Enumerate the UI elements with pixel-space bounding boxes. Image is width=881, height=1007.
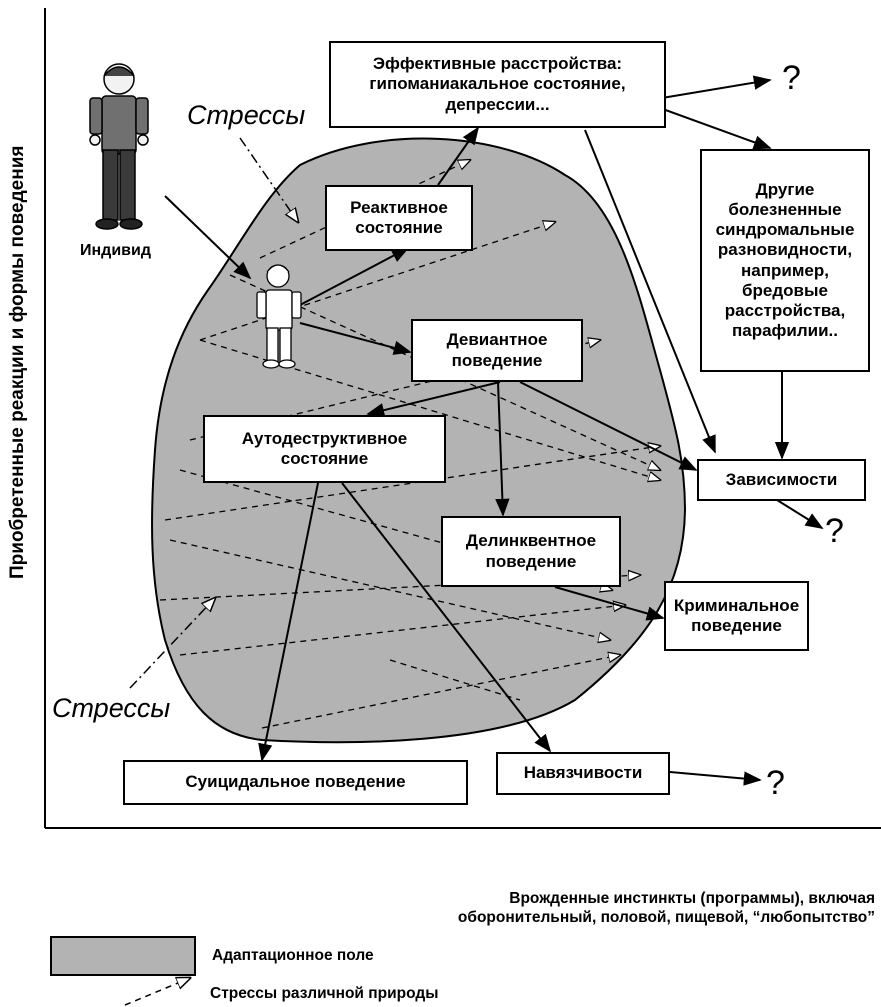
legend-stresses-label: Стрессы различной природы — [210, 985, 439, 1002]
box-affective-disorders: Эффективные расстройства: гипоманиакальн… — [329, 41, 666, 128]
box-other-syndromes: Другие болезненные синдромальные разнови… — [700, 149, 870, 372]
box-delinquent-behavior: Делинквентное поведение — [441, 516, 621, 587]
individual-small-figure — [256, 264, 302, 369]
stress-label-bottom: Стрессы — [52, 693, 171, 723]
individual-label: Индивид — [80, 242, 151, 259]
box-deviant-behavior: Девиантное поведение — [411, 319, 583, 382]
box-autodestructive-state: Аутодеструктивное состояние — [203, 415, 446, 483]
box-suicidal-behavior: Суицидальное поведение — [123, 760, 468, 805]
box-obsessions: Навязчивости — [496, 752, 670, 795]
box-reactive-state: Реактивное состояние — [325, 185, 473, 251]
legend-adaptation-label: Адаптационное поле — [212, 947, 374, 964]
question-mark-affective: ? — [782, 59, 801, 97]
legend-stress-icon — [124, 978, 190, 1006]
stress-dashdot-arrows — [129, 137, 298, 689]
individual-large-figure — [89, 63, 149, 230]
stress-label-top: Стрессы — [187, 100, 306, 130]
y-axis-label: Приобретенные реакции и формы поведения — [7, 145, 28, 579]
question-mark-addictions: ? — [825, 512, 844, 550]
box-addictions: Зависимости — [697, 459, 866, 501]
legend-adaptation-swatch — [50, 936, 196, 976]
solid-arrows — [164, 75, 824, 786]
box-criminal-behavior: Криминальное поведение — [664, 581, 809, 651]
question-mark-obsessions: ? — [766, 764, 785, 802]
innate-instincts-label: Врожденные инстинкты (программы), включа… — [457, 890, 875, 927]
